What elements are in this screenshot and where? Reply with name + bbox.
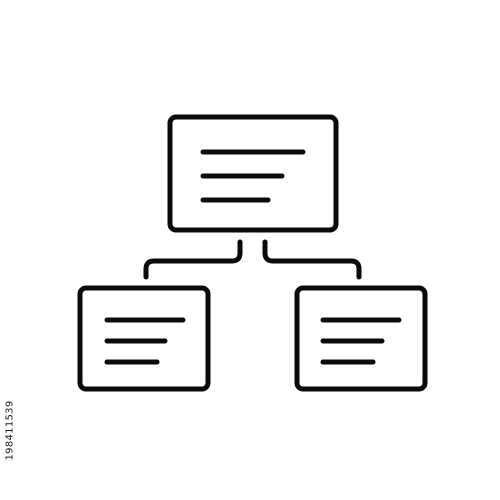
- left-child-box: [77, 285, 211, 392]
- parent-box: [167, 114, 339, 233]
- right-child-box: [294, 285, 428, 392]
- stock-id-text: 198411539: [4, 400, 16, 460]
- right-connector: [262, 239, 362, 280]
- left-connector: [143, 239, 243, 280]
- stock-id-label: 198411539: [3, 390, 17, 470]
